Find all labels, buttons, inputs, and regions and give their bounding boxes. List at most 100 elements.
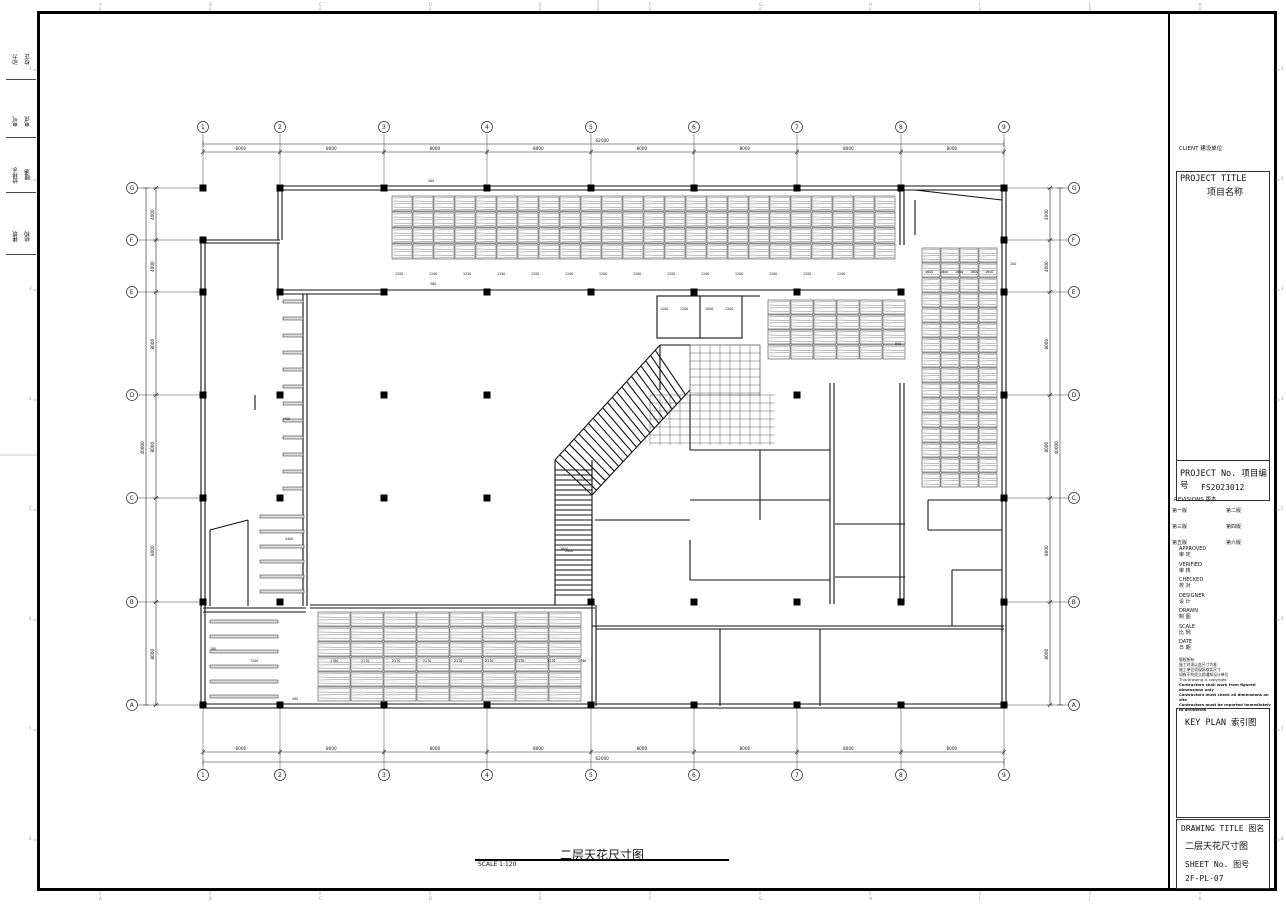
panel-grain: [922, 405, 940, 407]
panel-grain: [837, 334, 859, 336]
panel-grain: [518, 203, 538, 205]
panel-grain: [516, 673, 548, 675]
panel-grain: [979, 432, 997, 434]
panel-grain: [833, 200, 853, 202]
panel-grain: [518, 235, 538, 237]
panel-grain: [833, 257, 853, 259]
grid-bubble-label: 7: [795, 772, 799, 779]
panel-dim-label: 1400: [282, 417, 290, 421]
panel-dim-label: 2170: [547, 659, 555, 663]
panel-grain: [417, 613, 449, 615]
ceiling-panel: [482, 611, 516, 627]
dim-label: 8000: [150, 339, 155, 350]
panel-grain: [960, 318, 978, 320]
panel-dim-label: 1600: [940, 270, 948, 274]
panel-grain: [854, 254, 874, 256]
panel-grain: [883, 310, 905, 312]
panel-grain: [960, 483, 978, 485]
panel-grain: [318, 691, 350, 693]
panel-grain: [549, 646, 581, 648]
panel-grain: [602, 241, 622, 243]
ceiling-slat: [282, 401, 304, 406]
panel-grain: [960, 312, 978, 314]
panel-grain: [883, 346, 905, 348]
grid-bubble: [688, 769, 700, 781]
panel-grain: [602, 219, 622, 221]
structural-column: [587, 288, 595, 296]
ceiling-panel: [940, 337, 960, 353]
panel-grain: [351, 673, 383, 675]
panel-grain: [497, 206, 517, 208]
panel-grain: [960, 249, 978, 251]
panel-grain: [791, 355, 813, 357]
panel-grain: [860, 304, 882, 306]
panel-grain: [960, 288, 978, 290]
panel-grain: [791, 229, 811, 231]
grid-bubble-label: 5: [589, 124, 593, 131]
panel-grain: [483, 667, 515, 669]
panel-grain: [922, 342, 940, 344]
ceiling-panel: [767, 344, 791, 360]
panel-grain: [351, 637, 383, 639]
panel-grain: [417, 628, 449, 630]
ceiling-slat: [259, 544, 305, 549]
panel-grain: [560, 209, 580, 211]
panel-grain: [518, 206, 538, 208]
panel-grain: [476, 238, 496, 240]
panel-grain: [814, 301, 836, 303]
panel-grain: [455, 216, 475, 218]
dim-label: 4000: [150, 209, 155, 220]
panel-grain: [833, 248, 853, 250]
panel-grain: [960, 402, 978, 404]
panel-grain: [450, 661, 482, 663]
panel-grain: [922, 324, 940, 326]
panel-grain: [922, 264, 940, 266]
panel-grain: [560, 232, 580, 234]
panel-grain: [516, 652, 548, 654]
panel-grain: [665, 213, 685, 215]
panel-grain: [922, 483, 940, 485]
ceiling-panel: [767, 314, 791, 330]
grid-bubble: [998, 769, 1010, 781]
panel-grain: [860, 310, 882, 312]
rev-5: 第五版: [1172, 540, 1188, 546]
grid-bubble: [274, 121, 286, 133]
panel-grain: [941, 429, 959, 431]
panel-grain: [384, 697, 416, 699]
panel-grain: [516, 613, 548, 615]
panel-grain: [413, 225, 433, 227]
panel-grain: [318, 622, 350, 624]
panel-grain: [960, 408, 978, 410]
panel-grain: [392, 200, 412, 202]
panel-grain: [518, 257, 538, 259]
dim-label: 8000: [740, 146, 751, 151]
panel-grain: [434, 213, 454, 215]
panel-grain: [941, 369, 959, 371]
panel-grain: [791, 325, 813, 327]
panel-dim-label: 1200: [565, 272, 573, 276]
panel-grain: [476, 203, 496, 205]
panel-grain: [497, 257, 517, 259]
panel-grain: [413, 251, 433, 253]
panel-grain: [922, 318, 940, 320]
panel-grain: [384, 679, 416, 681]
panels-center: [767, 299, 906, 360]
panel-grain: [351, 652, 383, 654]
panel-grain: [922, 420, 940, 422]
grid-bubble: [1068, 699, 1080, 711]
panel-grain: [434, 257, 454, 259]
panel-grain: [455, 225, 475, 227]
panel-grain: [392, 257, 412, 259]
panel-grain: [434, 241, 454, 243]
panel-grain: [960, 264, 978, 266]
rev-2: 第二版: [1226, 508, 1242, 514]
panel-grain: [497, 213, 517, 215]
panel-grain: [560, 216, 580, 218]
panel-grain: [922, 417, 940, 419]
panel-grain: [941, 375, 959, 377]
panel-grain: [922, 408, 940, 410]
panel-grain: [814, 355, 836, 357]
panel-grain: [516, 661, 548, 663]
panel-grain: [539, 219, 559, 221]
panel-dim-label: 2800: [560, 547, 568, 551]
